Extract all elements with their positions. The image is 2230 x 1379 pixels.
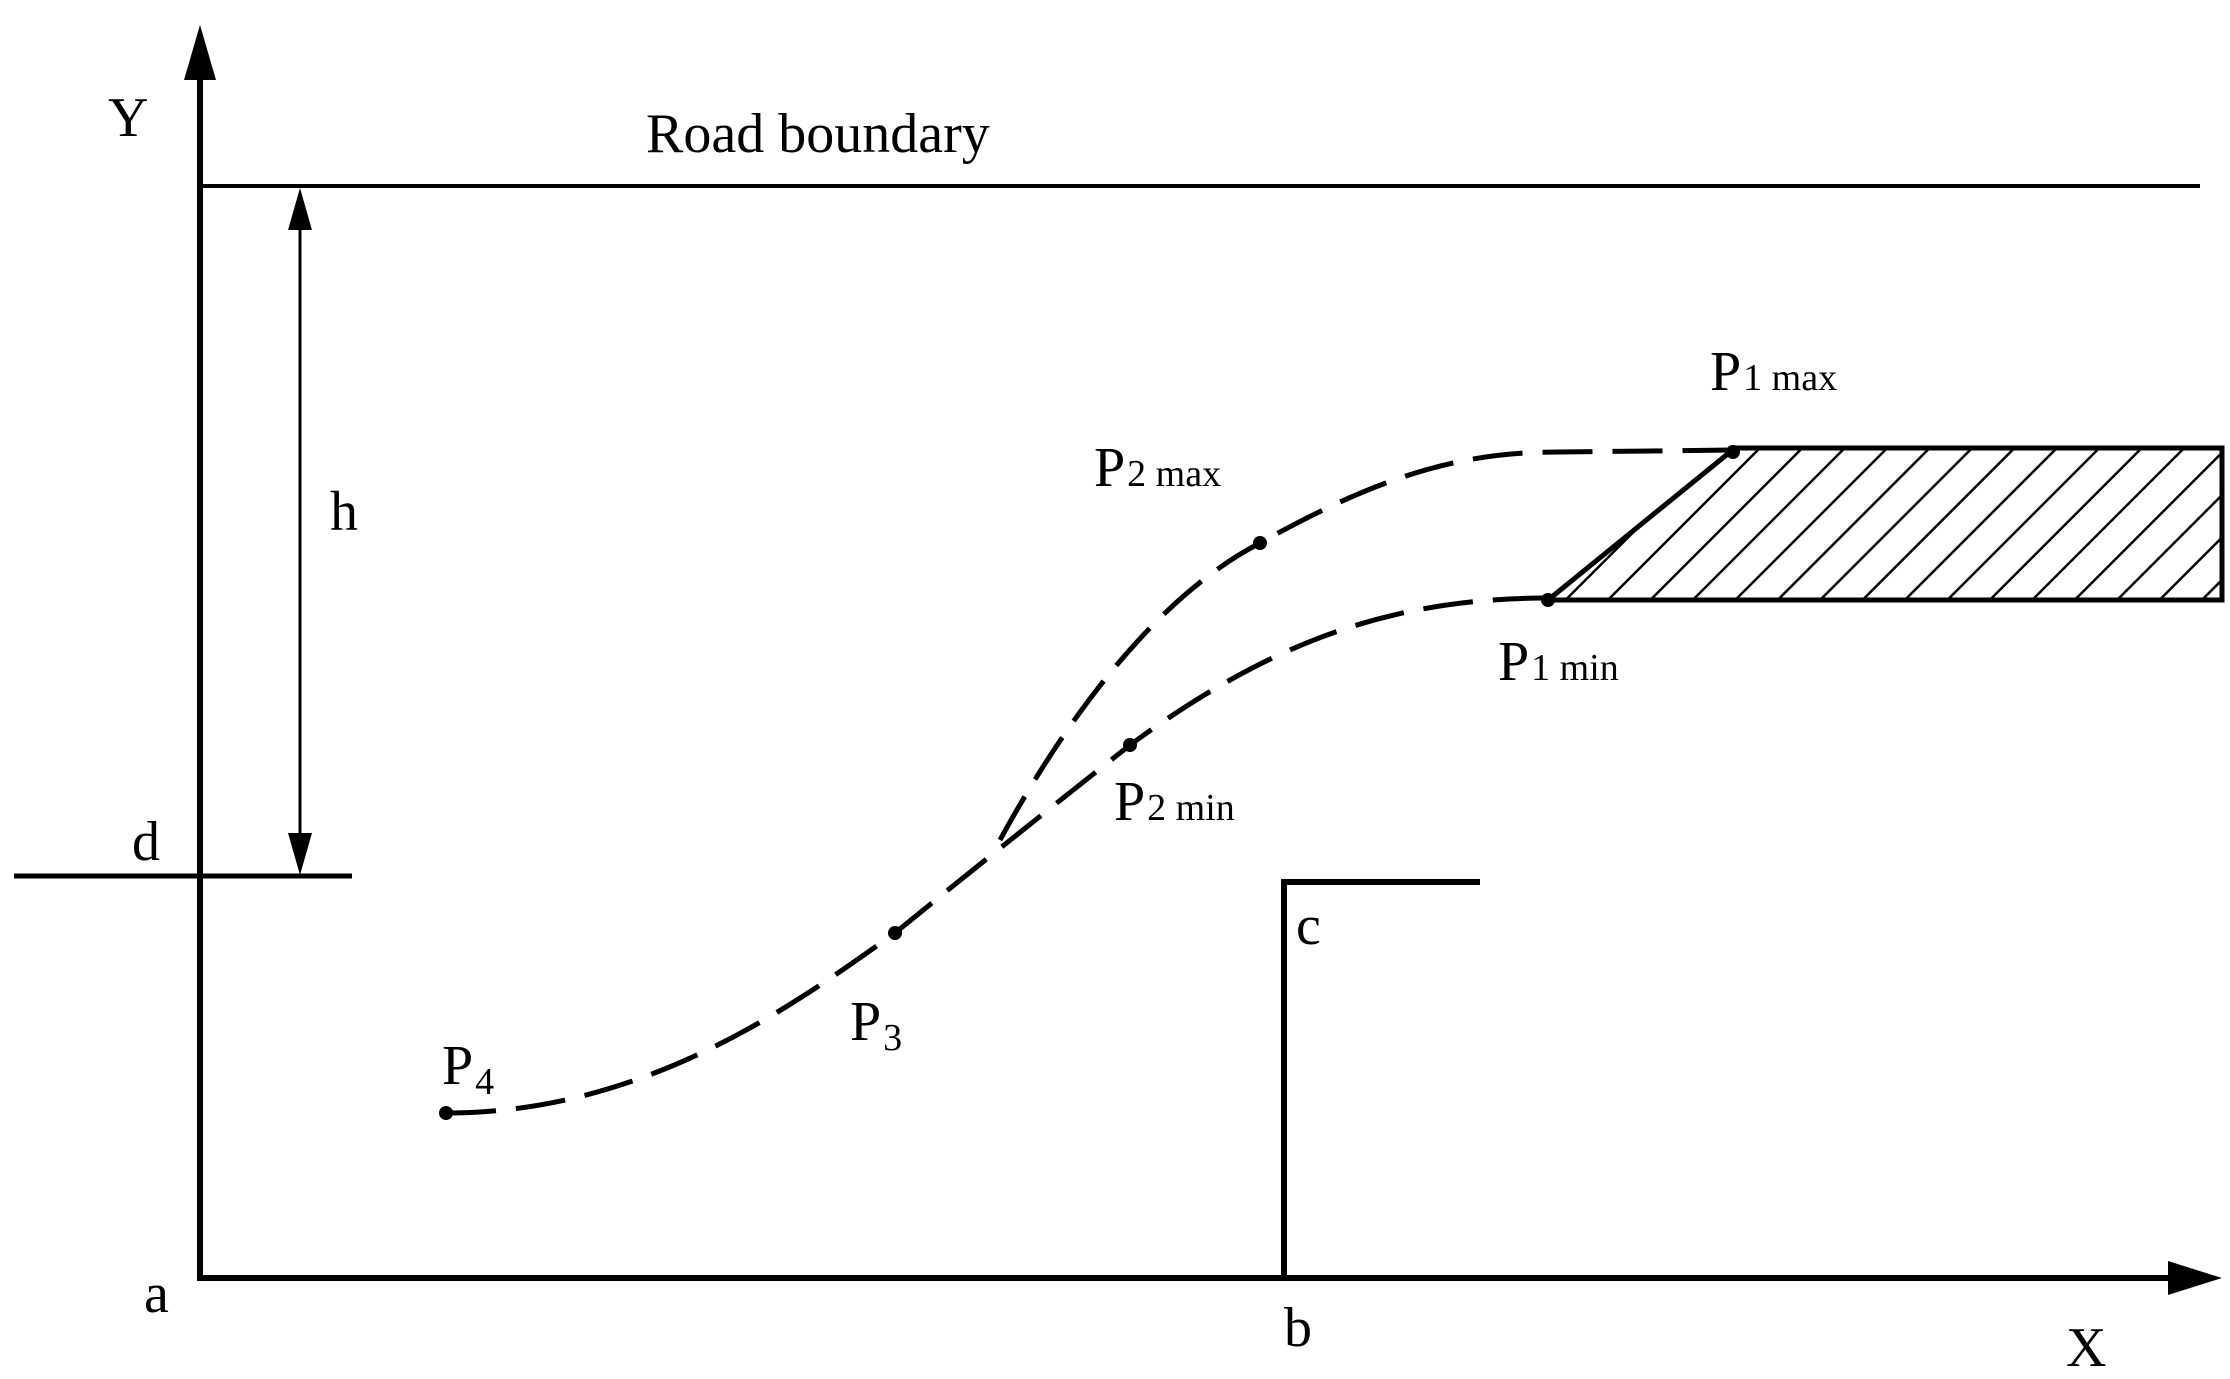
x-axis-arrowhead	[2168, 1261, 2222, 1295]
point-p3-marker	[888, 926, 902, 940]
point-p2min-marker	[1123, 738, 1137, 752]
obstacle-outline	[1281, 879, 1480, 1278]
y-axis-label: Y	[108, 87, 148, 149]
point-p4-marker	[439, 1106, 453, 1120]
trajectory-min	[445, 595, 1549, 1116]
h-label: h	[330, 481, 358, 543]
d-label: d	[132, 811, 160, 873]
point-p2max-marker	[1253, 536, 1267, 550]
x-axis-label: X	[2066, 1317, 2106, 1379]
y-axis-arrowhead	[184, 25, 216, 80]
trajectory-max	[997, 447, 1736, 842]
p1-max-label: P1 max	[1710, 341, 1837, 403]
point-p1max-marker	[1726, 445, 1740, 459]
p4-label: P4	[442, 1035, 494, 1103]
road-boundary-label: Road boundary	[646, 103, 990, 165]
target-region	[1540, 445, 2225, 603]
p2-max-label: P2 max	[1094, 437, 1221, 499]
h-arrowhead-top	[288, 188, 312, 230]
point-p1min-marker	[1541, 593, 1555, 607]
p3-label: P3	[850, 991, 902, 1059]
h-arrowhead-bottom	[288, 833, 312, 875]
b-label: b	[1284, 1297, 1312, 1359]
p1-min-label: P1 min	[1498, 631, 1619, 693]
p2-min-label: P2 min	[1114, 771, 1235, 833]
a-label: a	[144, 1263, 169, 1325]
c-label: c	[1296, 895, 1321, 957]
